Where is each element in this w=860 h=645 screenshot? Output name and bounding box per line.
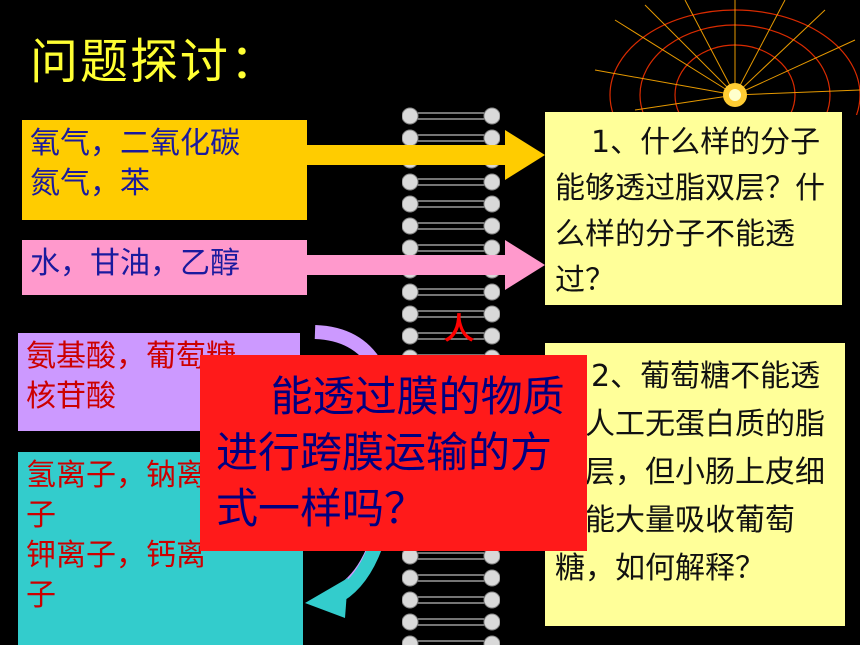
ions-line-4: 子	[26, 578, 56, 613]
gas-line-2: 氮气，苯	[30, 166, 150, 201]
question-1-text: 1、什么样的分子能够透过脂双层？什么样的分子不能透过？	[555, 125, 825, 298]
small-polar-molecules-box: 水，甘油，乙醇	[22, 240, 307, 295]
ions-line-1: 氢离子，钠离	[26, 458, 206, 493]
discussion-question-text: 能透过膜的物质进行跨膜运输的方式一样吗？	[216, 372, 565, 533]
partial-label: 人	[444, 312, 474, 347]
discussion-question-panel: 能透过膜的物质进行跨膜运输的方式一样吗？	[200, 355, 587, 551]
question-2-box: 2、葡萄糖不能透过人工无蛋白质的脂双层，但小肠上皮细胞能大量吸收葡萄糖，如何解释…	[545, 343, 845, 626]
question-1-box: 1、什么样的分子能够透过脂双层？什么样的分子不能透过？	[545, 112, 842, 305]
ions-line-3: 钾离子，钙离	[26, 538, 206, 573]
arrow-right-1	[300, 130, 545, 180]
firework-decoration	[594, 0, 860, 115]
page-title: 问题探讨：	[30, 34, 281, 90]
question-2-text: 2、葡萄糖不能透过人工无蛋白质的脂双层，但小肠上皮细胞能大量吸收葡萄糖，如何解释…	[555, 359, 825, 586]
nucleotide-line: 核苷酸	[26, 379, 116, 414]
arrow-right-2	[300, 240, 545, 290]
water-glycerol-ethanol: 水，甘油，乙醇	[30, 246, 240, 281]
gas-line-1: 氧气，二氧化碳	[30, 126, 240, 161]
gas-molecules-box: 氧气，二氧化碳 氮气，苯	[22, 120, 307, 220]
ions-line-2: 子	[26, 498, 56, 533]
